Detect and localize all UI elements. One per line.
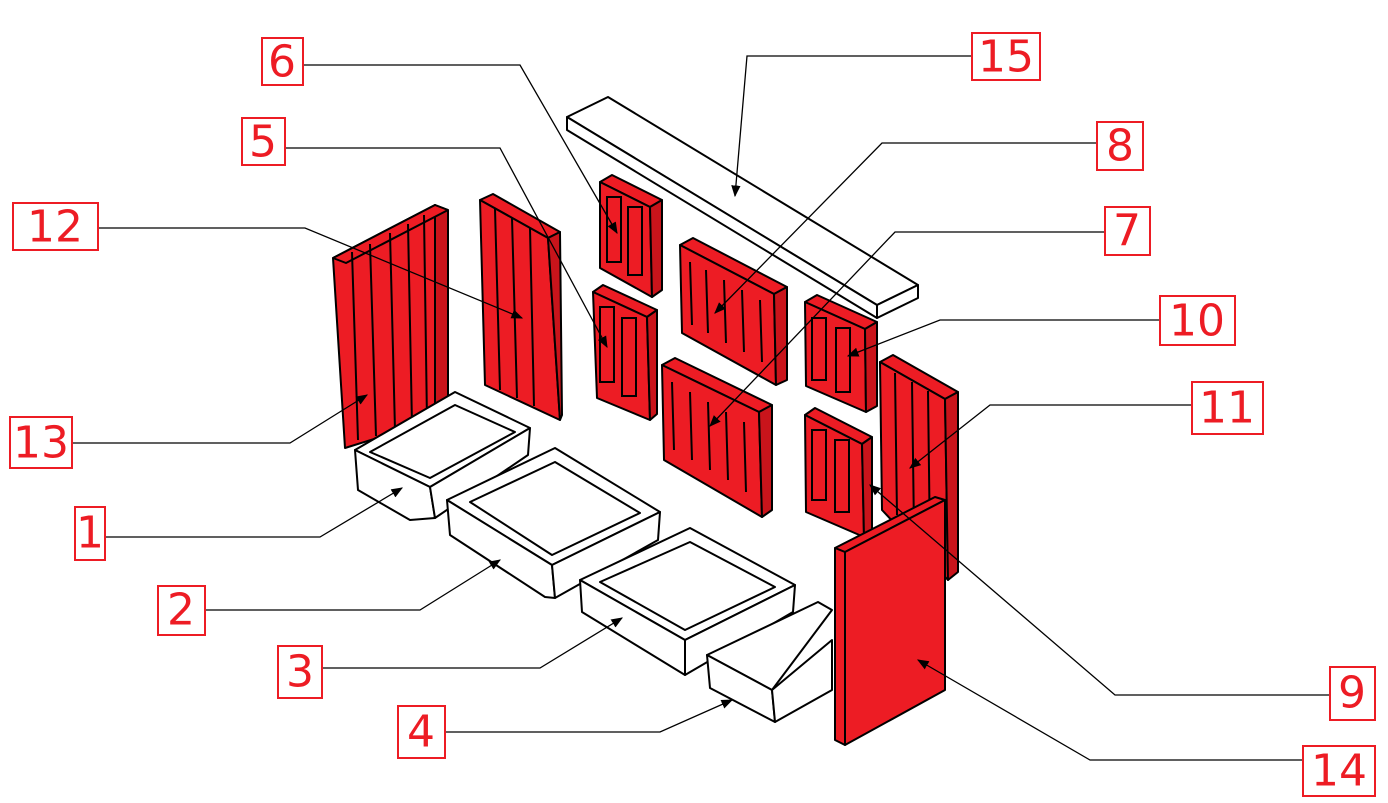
part-label-15: 15 <box>971 32 1041 83</box>
label-text: 6 <box>268 37 296 88</box>
part-1-floor-brick <box>354 391 531 521</box>
part-label-11: 11 <box>1191 381 1264 435</box>
part-label-5: 5 <box>241 117 286 168</box>
part-label-9: 9 <box>1329 666 1376 721</box>
part-label-14: 14 <box>1302 745 1376 797</box>
label-text: 2 <box>167 585 195 636</box>
part-4-floor-brick <box>706 601 833 723</box>
part-6-back-panel <box>599 174 663 298</box>
label-text: 10 <box>1169 296 1225 347</box>
part-7-back-panel <box>661 357 773 518</box>
label-text: 1 <box>76 508 104 559</box>
label-text: 9 <box>1338 668 1366 719</box>
part-label-13: 13 <box>9 416 73 469</box>
part-9-back-panel <box>804 407 873 538</box>
label-text: 13 <box>13 418 69 469</box>
part-label-6: 6 <box>261 37 304 88</box>
part-label-12: 12 <box>12 202 99 253</box>
part-label-8: 8 <box>1096 121 1144 172</box>
part-label-7: 7 <box>1104 206 1151 257</box>
part-8-back-panel <box>679 237 788 386</box>
part-14-side-panel <box>834 496 946 746</box>
part-12-side-panel <box>479 193 563 421</box>
label-text: 14 <box>1311 746 1367 797</box>
label-text: 12 <box>27 202 83 253</box>
part-13-side-panel <box>332 204 449 449</box>
part-label-1: 1 <box>74 506 106 561</box>
label-text: 11 <box>1199 383 1255 434</box>
label-text: 8 <box>1106 121 1134 172</box>
part-label-10: 10 <box>1159 295 1236 347</box>
leader-lines <box>72 55 1330 761</box>
label-text: 3 <box>286 647 314 698</box>
part-15-top-baffle <box>566 96 919 319</box>
part-label-4: 4 <box>397 705 446 759</box>
part-label-2: 2 <box>157 585 206 636</box>
label-text: 15 <box>978 32 1034 83</box>
part-5-back-panel <box>592 284 658 421</box>
label-text: 5 <box>249 117 277 168</box>
part-10-back-panel <box>804 294 878 413</box>
label-text: 7 <box>1113 206 1141 257</box>
label-text: 4 <box>407 707 435 758</box>
part-label-3: 3 <box>277 645 323 699</box>
part-2-floor-brick <box>446 447 661 599</box>
